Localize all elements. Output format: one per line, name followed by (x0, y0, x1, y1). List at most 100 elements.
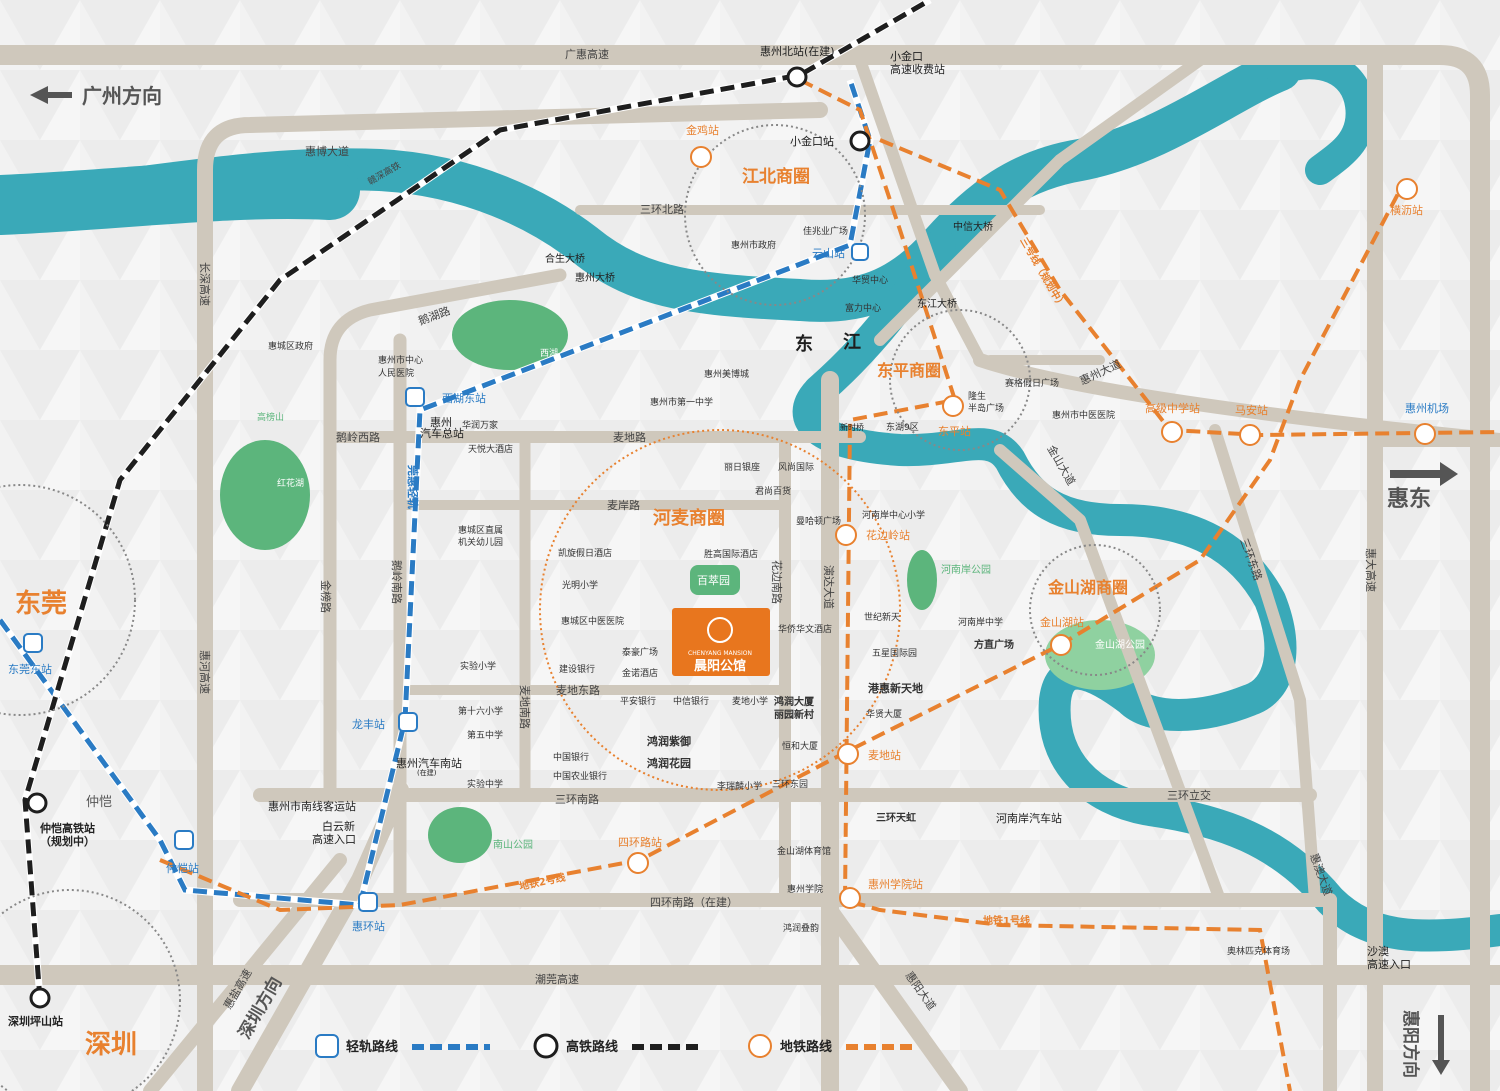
place-olympic: 奥林匹克体育场 (1227, 945, 1290, 957)
xihu-east-station-icon (405, 387, 425, 407)
metro-lines (159, 78, 1500, 1091)
place-tcm-city: 惠州市中医医院 (1052, 409, 1115, 421)
road-huida: 惠大高速 (1364, 548, 1378, 592)
place-shiyan-mid: 实验中学 (467, 778, 503, 790)
place-huizhou-college: 惠州学院 (787, 883, 823, 895)
huihuan-station-icon (358, 892, 378, 912)
metro-line-1 (799, 78, 1292, 1091)
road-chaoguan: 潮莞高速 (535, 972, 579, 986)
yunshan-station-icon (851, 243, 869, 261)
huidong-arrow-icon (1390, 462, 1458, 486)
place-saige: 赛格假日广场 (1005, 377, 1059, 389)
road-eling-west: 鹅岭西路 (336, 430, 380, 444)
place-junshang: 君尚百货 (755, 485, 791, 497)
place-meibo: 惠州美博城 (704, 368, 749, 380)
place-shiji: 世纪新天 (864, 611, 900, 623)
place-henan-primary: 河南岸中心小学 (862, 509, 925, 521)
jiangbei-label: 江北商圈 (742, 166, 810, 187)
huiyang-direction: 惠阳方向 (1400, 1010, 1421, 1078)
place-henan-park: 河南岸公园 (941, 563, 991, 576)
label-xiaojinkou-toll-a: 小金口 (890, 49, 923, 63)
roads (0, 45, 1500, 1091)
label-henan-bus: 河南岸汽车站 (996, 811, 1062, 825)
place-hengbao: 恒和大厦 (782, 740, 818, 752)
road-huihe: 惠河高速 (198, 650, 212, 694)
road-eling-south: 鹅岭南路 (390, 560, 404, 604)
label-zhongkai: 仲恺站 (166, 861, 199, 875)
sihuan-metro-icon (627, 852, 649, 874)
label-shenzhen-pingshan: 深圳坪山站 (8, 1014, 63, 1028)
place-jinnuo: 金诺酒店 (622, 667, 658, 679)
place-longsheng-a: 隆生 (968, 390, 986, 402)
road-maian: 麦岸路 (607, 499, 640, 512)
place-fangzhi: 方直广场 (974, 638, 1014, 651)
label-dongping: 东平站 (938, 424, 971, 438)
label-yunshan: 云山站 (812, 246, 845, 260)
label-huabianling: 花边岭站 (866, 528, 910, 542)
place-kg-b: 机关幼儿园 (458, 536, 503, 548)
zhongkai-hsr-icon (26, 792, 48, 814)
place-hospital-b: 人民医院 (378, 367, 414, 379)
station-labels: 惠州北站(在建) 小金口 高速收费站 金鸡站 小金口站 云山站 横沥站 西湖东站… (8, 44, 1449, 1028)
hemai-label: 河麦商圈 (653, 507, 725, 529)
zhongkai-station-icon (174, 830, 194, 850)
label-huihuan: 惠环站 (352, 919, 385, 933)
label-maan: 马安站 (1235, 403, 1268, 417)
place-tianyue: 天悦大酒店 (468, 443, 513, 455)
metro-line-3 (879, 138, 1500, 438)
dongping-label: 东平商圈 (877, 361, 941, 380)
road-huabian-south: 花边南路 (770, 560, 783, 604)
longfeng-station-icon (398, 712, 418, 732)
place-boc: 中国银行 (553, 751, 589, 763)
place-hongrun-hy: 鸿润花园 (647, 756, 691, 770)
legend-light-rail: 轻轨路线 (346, 1039, 398, 1055)
dongguan-circle (0, 484, 136, 716)
label-gaoji: 高级中学站 (1145, 401, 1200, 415)
jiangbei-circle (684, 124, 866, 306)
project-marker[interactable]: CHENYANG MANSION 晨阳公馆 (672, 608, 770, 676)
place-zhongkai: 仲恺 (86, 795, 112, 810)
road-maidi-south: 麦地南路 (518, 685, 531, 729)
road-maidi: 麦地路 (613, 431, 646, 444)
road-jinbang: 金榜路 (319, 580, 333, 613)
label-zhongkai-b: （规划中） (40, 834, 95, 848)
label-bus-south: 惠州汽车南站 (396, 756, 462, 770)
legend: 轻轨路线 高铁路线 地铁路线 (315, 1033, 916, 1059)
place-fengshang: 风尚国际 (778, 461, 814, 473)
dongguan-label: 东莞 (15, 588, 67, 619)
place-hongrun-zy: 鸿润紫御 (647, 734, 691, 748)
gaoji-metro-icon (1161, 421, 1183, 443)
label-zhongkai-a: 仲恺高铁站 (40, 821, 95, 835)
baicui-park (690, 565, 740, 595)
place-abc: 中国农业银行 (553, 770, 607, 782)
legend-high-speed: 高铁路线 (566, 1039, 618, 1055)
label-xihu-east: 西湖东站 (442, 391, 486, 405)
place-gov-city: 惠州市政府 (731, 239, 776, 251)
road-maidi-east: 麦地东路 (556, 684, 600, 697)
label-maidi: 麦地站 (868, 748, 901, 762)
place-shiyan-primary: 实验小学 (460, 660, 496, 672)
label-huizhou-college: 惠州学院站 (868, 877, 923, 891)
road-sanhuan-north: 三环北路 (640, 203, 684, 216)
place-huarun: 华润万家 (462, 419, 498, 431)
place-huajia: 华侨华文酒店 (778, 623, 832, 635)
rail-guanhui: 莞惠轻轨 (406, 464, 420, 509)
label-hengli: 横沥站 (1390, 203, 1423, 217)
honghua-lake (220, 440, 310, 550)
place-huamao: 华贸中心 (852, 274, 888, 286)
jinshanhu-label: 金山湖商圈 (1047, 578, 1128, 597)
bridge-huizhou: 惠州大桥 (575, 271, 615, 284)
place-longsheng-b: 半岛广场 (968, 402, 1004, 414)
huidong-direction: 惠东 (1387, 486, 1431, 512)
river-label-b: 江 (843, 332, 861, 353)
place-lirui: 李瑞麟小学 (717, 780, 762, 792)
place-no5: 第五中学 (467, 729, 503, 741)
legend-light-rail-icon (315, 1034, 339, 1058)
label-bus-south-sub: (在建) (417, 768, 437, 777)
label-sha-ao-a: 沙澳 (1367, 945, 1389, 958)
jinshanhu-circle (1029, 544, 1161, 676)
place-gaobang: 高榜山 (257, 411, 284, 423)
place-zhongxin-bank: 中信银行 (673, 695, 709, 707)
place-huaxiao: 华贤大厦 (866, 708, 902, 720)
road-changshen: 长深高速 (198, 262, 212, 306)
